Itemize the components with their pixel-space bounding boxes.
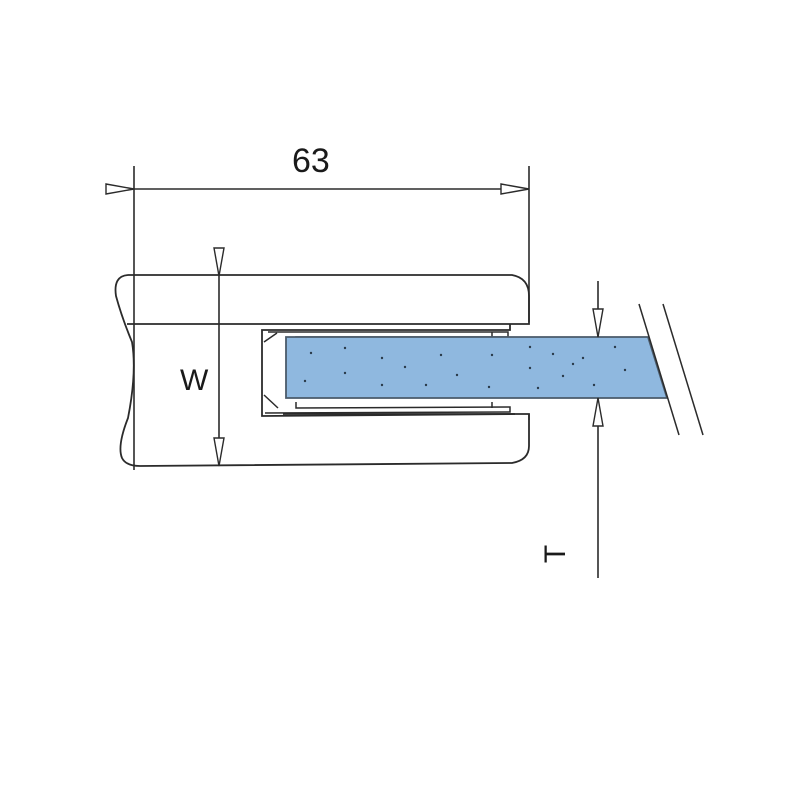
- break-line-2: [662, 303, 704, 436]
- clamp-left-edge: [114, 274, 141, 467]
- gasket-left-chamfer: [263, 332, 279, 409]
- glass-panel-shape: [285, 336, 669, 399]
- dimension-63: [105, 166, 530, 470]
- clamp-cavity-wall: [261, 324, 516, 417]
- dimension-w-label: W: [180, 364, 209, 397]
- clamp-body: [114, 274, 530, 467]
- dimension-t-label: T: [539, 544, 573, 564]
- wall-break-lines: [638, 303, 704, 436]
- clamp-bottom-edge: [139, 413, 530, 467]
- dimension-63-label: 63: [292, 142, 330, 180]
- clamp-top-plate: [127, 274, 530, 325]
- glass-texture-dots: [303, 345, 627, 390]
- break-line-1: [638, 303, 680, 436]
- glass-panel: [285, 336, 669, 399]
- gasket-bottom: [264, 402, 511, 414]
